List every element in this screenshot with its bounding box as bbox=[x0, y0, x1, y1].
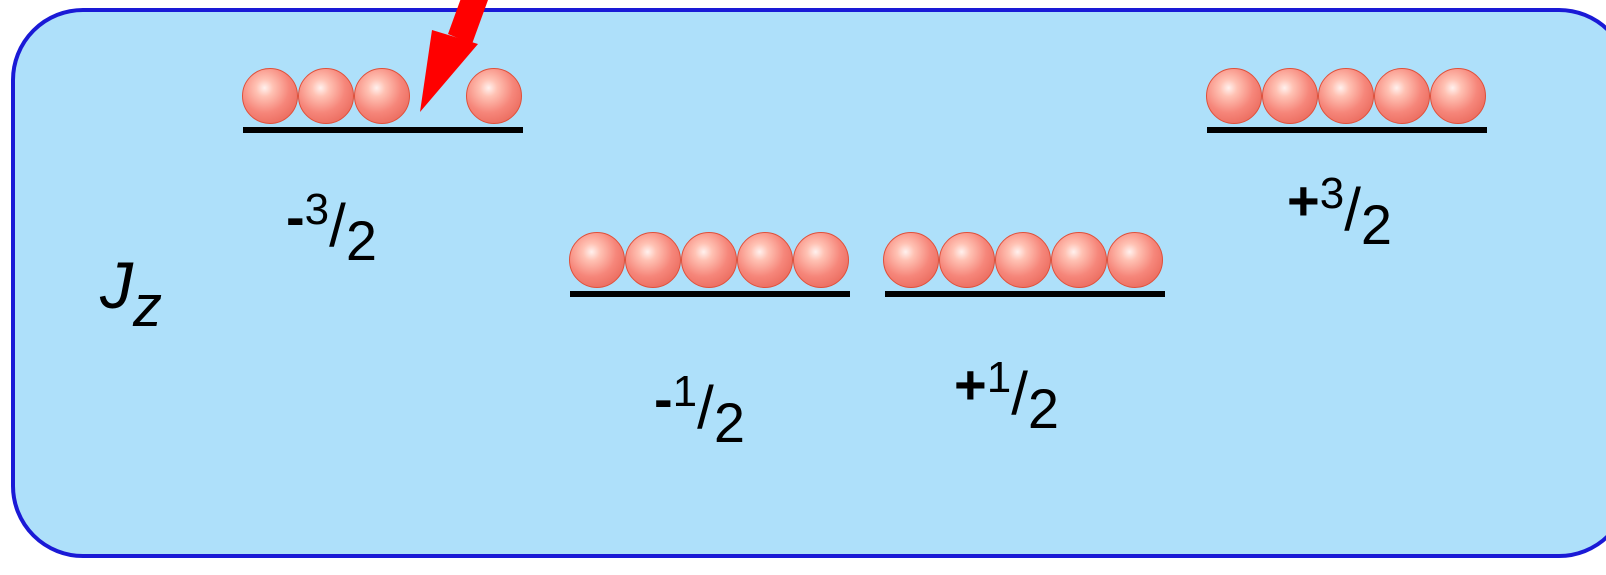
level-line-minus-3-2 bbox=[243, 127, 523, 133]
axis-symbol: J bbox=[100, 248, 133, 322]
electron-ball bbox=[1107, 232, 1163, 288]
electron-ball bbox=[1262, 68, 1318, 124]
arrow-shaft bbox=[448, 0, 488, 44]
electron-ball bbox=[883, 232, 939, 288]
electron-ball bbox=[681, 232, 737, 288]
arrow-head bbox=[420, 30, 478, 112]
electron-ball bbox=[1206, 68, 1262, 124]
electron-ball bbox=[625, 232, 681, 288]
level-line-plus-1-2 bbox=[885, 291, 1165, 297]
electron-ball bbox=[466, 68, 522, 124]
level-label-minus-3-2: -3/2 bbox=[286, 185, 377, 272]
electron-ball bbox=[995, 232, 1051, 288]
level-label-plus-3-2: +3/2 bbox=[1287, 169, 1393, 256]
level-line-minus-1-2 bbox=[570, 291, 850, 297]
electron-ball bbox=[793, 232, 849, 288]
electron-ball bbox=[298, 68, 354, 124]
level-line-plus-3-2 bbox=[1207, 127, 1487, 133]
electron-ball bbox=[569, 232, 625, 288]
electron-ball bbox=[737, 232, 793, 288]
electron-ball bbox=[354, 68, 410, 124]
electron-ball bbox=[1374, 68, 1430, 124]
electron-ball bbox=[1430, 68, 1486, 124]
jz-axis-label: Jz bbox=[100, 252, 162, 336]
electron-ball bbox=[939, 232, 995, 288]
level-label-plus-1-2: +1/2 bbox=[954, 353, 1060, 440]
electron-ball bbox=[1051, 232, 1107, 288]
level-label-minus-1-2: -1/2 bbox=[654, 367, 745, 454]
electron-ball bbox=[242, 68, 298, 124]
axis-subscript: z bbox=[133, 274, 162, 339]
electron-ball bbox=[1318, 68, 1374, 124]
